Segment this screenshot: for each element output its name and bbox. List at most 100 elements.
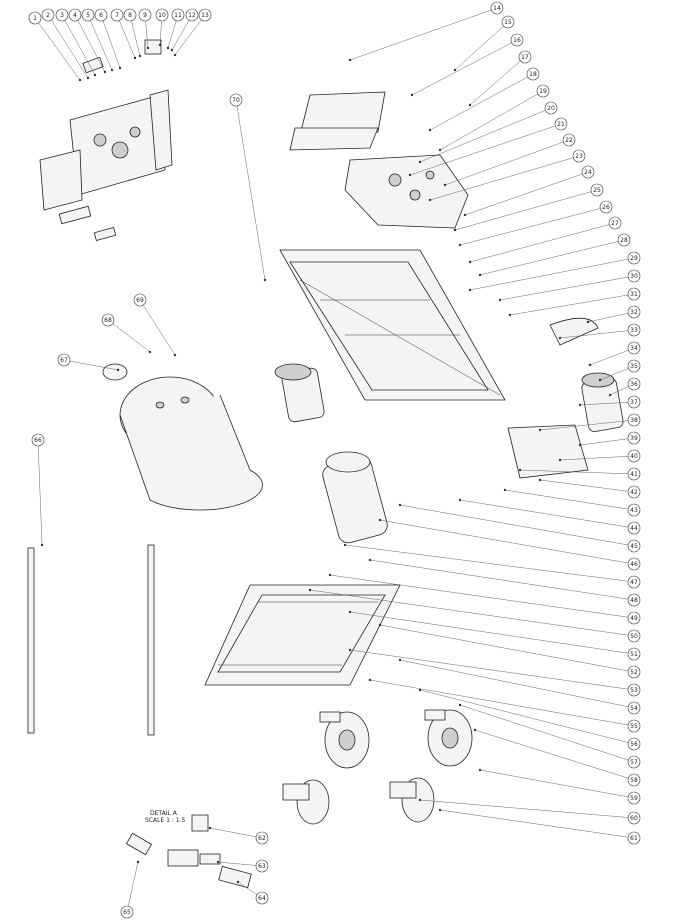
callout-bubble xyxy=(627,575,641,589)
leader-line xyxy=(171,14,193,51)
leader-line xyxy=(174,14,206,56)
leader-arrowhead xyxy=(478,768,482,772)
callout-number: 40 xyxy=(630,453,638,460)
leader-line xyxy=(587,311,635,323)
callout-bubble xyxy=(627,611,641,625)
callout-number: 12 xyxy=(188,12,196,19)
leader-line xyxy=(459,499,635,529)
callout-number: 7 xyxy=(115,12,119,19)
callout-bubble xyxy=(627,485,641,499)
callout-bubble xyxy=(627,521,641,535)
callout-bubble xyxy=(562,133,576,147)
callout-bubble xyxy=(536,84,550,98)
leader-arrowhead xyxy=(498,298,502,302)
callout-number: 11 xyxy=(174,12,182,19)
leader-line xyxy=(37,439,43,546)
caster-wheel-rear-right xyxy=(389,777,435,823)
callout-number: 60 xyxy=(630,815,638,822)
leader-arrowhead xyxy=(598,378,602,382)
callout-number: 70 xyxy=(232,97,240,104)
callout-number: 69 xyxy=(136,297,144,304)
leader-arrowhead xyxy=(378,623,382,627)
callout-number: 37 xyxy=(630,399,638,406)
callout-number: 49 xyxy=(630,615,638,622)
valve-manifold-cover xyxy=(344,154,469,229)
leader-arrowhead xyxy=(408,173,412,177)
leader-line xyxy=(439,809,635,839)
detail-a-fitting-assembly xyxy=(125,814,252,889)
callout-number: 53 xyxy=(630,687,638,694)
callout-bubble xyxy=(544,101,558,115)
leader-arrowhead xyxy=(453,68,457,72)
top-cover-panel xyxy=(289,91,386,151)
base-frame xyxy=(204,584,401,686)
leader-line xyxy=(74,14,106,73)
leader-arrowhead xyxy=(468,288,472,292)
callout-number: 18 xyxy=(529,71,537,78)
leader-arrowhead xyxy=(378,518,382,522)
callout-bubble xyxy=(133,293,147,307)
callout-bubble xyxy=(554,117,568,131)
callout-number: 57 xyxy=(630,759,638,766)
leader-arrowhead xyxy=(236,880,240,884)
callout-bubble xyxy=(627,503,641,517)
leader-arrowhead xyxy=(578,443,582,447)
callout-number: 5 xyxy=(86,12,90,19)
leader-line xyxy=(479,239,625,276)
callout-bubble xyxy=(526,67,540,81)
callout-number: 56 xyxy=(630,741,638,748)
leader-line xyxy=(464,171,589,216)
callout-bubble xyxy=(590,183,604,197)
detail-a-scale-label: SCALE 1 : 1.5 xyxy=(145,817,186,824)
callout-bubble xyxy=(599,200,613,214)
callout-number: 48 xyxy=(630,597,638,604)
caster-wheel-front-right xyxy=(424,709,473,767)
callout-bubble xyxy=(627,811,641,825)
leader-arrowhead xyxy=(398,658,402,662)
leader-arrowhead xyxy=(328,573,332,577)
leader-line xyxy=(116,14,136,59)
callout-bubble xyxy=(627,251,641,265)
leader-line xyxy=(349,7,498,61)
callout-number: 59 xyxy=(630,795,638,802)
leader-arrowhead xyxy=(78,78,82,82)
leader-arrowhead xyxy=(443,183,447,187)
leader-arrowhead xyxy=(586,320,590,324)
callout-bubble xyxy=(627,831,641,845)
leader-arrowhead xyxy=(518,468,522,472)
leader-line xyxy=(454,189,598,231)
leader-arrowhead xyxy=(418,160,422,164)
callout-bubble xyxy=(627,665,641,679)
callout-number: 45 xyxy=(630,543,638,550)
callout-bubble xyxy=(617,233,631,247)
leader-arrowhead xyxy=(103,70,107,74)
leader-line xyxy=(474,729,635,781)
callout-number: 52 xyxy=(630,669,638,676)
callout-number: 68 xyxy=(104,317,112,324)
leader-line xyxy=(349,649,635,691)
callout-bubble xyxy=(627,323,641,337)
leader-line xyxy=(399,504,635,547)
leader-line xyxy=(349,611,635,655)
callout-bubble xyxy=(627,377,641,391)
callout-bubble xyxy=(627,629,641,643)
leader-arrowhead xyxy=(428,128,432,132)
callout-bubble xyxy=(255,831,269,845)
callout-bubble xyxy=(110,8,124,22)
callout-bubble xyxy=(31,433,45,447)
callout-bubble xyxy=(123,8,137,22)
leader-line xyxy=(126,861,139,913)
callout-number: 13 xyxy=(201,12,209,19)
leader-line xyxy=(34,17,81,81)
callout-bubble xyxy=(627,341,641,355)
callout-number: 62 xyxy=(258,835,266,842)
callout-bubble xyxy=(138,8,152,22)
callout-number: 26 xyxy=(602,204,610,211)
callout-bubble xyxy=(627,701,641,715)
callout-bubble xyxy=(185,8,199,22)
callout-number: 3 xyxy=(60,12,64,19)
callout-number: 66 xyxy=(34,437,42,444)
leader-arrowhead xyxy=(473,728,477,732)
callout-bubble xyxy=(627,413,641,427)
